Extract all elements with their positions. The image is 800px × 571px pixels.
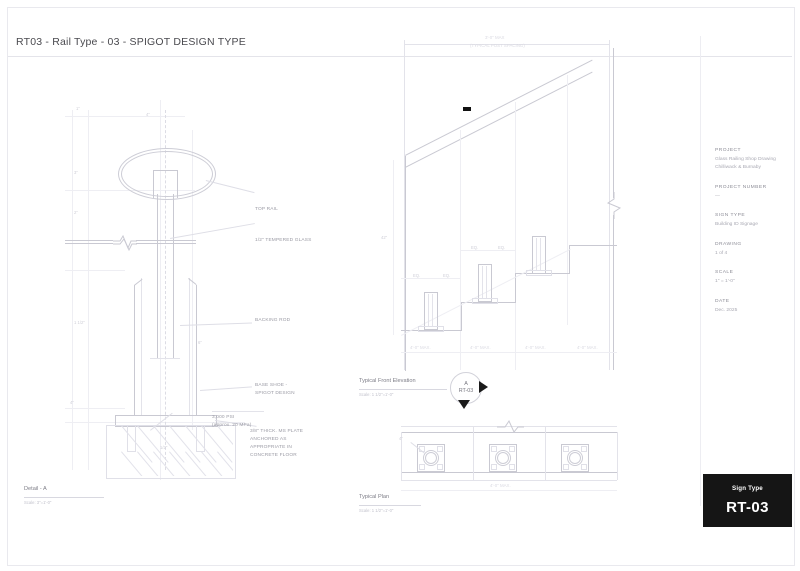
dim-label: 4"	[146, 112, 150, 117]
elevation-bottom-dim: 4'-0" MAX.	[525, 345, 546, 350]
callout-top-rail: TOP RAIL	[255, 207, 278, 212]
break-symbol-elevation	[606, 192, 622, 219]
elevation-height-dim: 42"	[381, 235, 388, 240]
callout-tempered-glass: 1/2" TEMPERED GLASS	[255, 238, 312, 243]
sign-type-value: Building ID Signage	[715, 222, 758, 228]
date-value: Dec. 2025	[715, 307, 738, 313]
plan-overall-dim: 4'-0" MAX.	[490, 483, 511, 488]
section-marker-letter: A	[464, 380, 468, 387]
glass-edge-right	[173, 194, 174, 359]
section-marker-sheet: RT-03	[458, 388, 474, 394]
detail-a-rule	[24, 497, 104, 498]
spigot-body-left	[134, 285, 135, 415]
plan-title: Typical Plan	[359, 494, 390, 500]
elevation-rule	[359, 389, 447, 390]
dim-label: 3"	[74, 170, 78, 175]
concrete-slab	[106, 425, 236, 479]
break-symbol-plan	[497, 419, 524, 433]
plan-scale: Scale: 1 1/2"=1'-0"	[359, 508, 394, 513]
date-label: DATE	[715, 298, 730, 304]
center-line	[165, 110, 166, 470]
project-value: Glass Railing Shop Drawing Chilliwack & …	[715, 157, 776, 171]
plan-rule	[359, 505, 421, 506]
concrete-hatch	[107, 426, 233, 476]
eq-label: EQ.	[413, 273, 421, 278]
section-arrow-right	[479, 381, 488, 393]
section-arrow-down	[458, 400, 470, 409]
handrail-bottom	[405, 71, 593, 168]
callout-backing-rod: BACKING ROD	[255, 318, 291, 323]
title-divider	[8, 56, 792, 57]
glass-edge-left	[157, 194, 158, 359]
project-info-block: PROJECT Glass Railing Shop Drawing Chill…	[715, 148, 787, 327]
dim-label: 2"	[74, 210, 78, 215]
front-elevation-drawing: 3'-0" MAX (TYPICAL POST SPACING)	[355, 30, 625, 409]
sheet-border	[7, 7, 795, 566]
elevation-bottom-dim: 4'-0" MAX.	[410, 345, 431, 350]
elevation-bottom-dim: 4'-0" MAX.	[470, 345, 491, 350]
scale-label: SCALE	[715, 270, 734, 276]
dim-label: 4"	[70, 400, 74, 405]
sheet-title: RT03 - Rail Type - 03 - SPIGOT DESIGN TY…	[16, 36, 246, 48]
elevation-top-dim: 3'-0" MAX	[485, 35, 505, 40]
concrete-strength-note: 3,000 PSI (approx. 20 MPa)	[212, 415, 252, 428]
elevation-scale: Scale: 1 1/2"=1'-0"	[359, 392, 394, 397]
scale-value: 1" = 1'-0"	[715, 279, 735, 285]
detail-a-title: Detail - A	[24, 486, 47, 492]
eq-label: EQ.	[498, 245, 506, 250]
eq-label: EQ.	[443, 273, 451, 278]
elevation-title: Typical Front Elevation	[359, 378, 416, 384]
project-number-label: PROJECT NUMBER	[715, 184, 767, 190]
badge-caption: Sign Type	[732, 485, 763, 492]
ms-plate-note: 3/8" THICK. MS PLATE ANCHORED AS APPROPR…	[250, 429, 304, 458]
detail-a-scale: Scale: 3"=1'-0"	[24, 500, 52, 505]
break-symbol	[113, 234, 137, 252]
elevation-top-dim-sub: (TYPICAL POST SPACING)	[470, 43, 525, 48]
elevation-bottom-dim: 4'-0" MAX.	[577, 345, 598, 350]
project-label: PROJECT	[715, 148, 741, 153]
callout-base-shoe: BASE SHOE - SPIGOT DESIGN	[255, 383, 295, 396]
top-rail-outer	[118, 148, 216, 200]
drawing-value: 1 of 4	[715, 250, 728, 256]
info-divider	[700, 36, 701, 506]
detail-a-drawing: 1" 4" 3" 2" 1 1/2" 6" 4" 1/2" TOP RAIL 1…	[10, 70, 355, 520]
dim-label: 1 1/2"	[74, 320, 85, 325]
handrail-top	[405, 59, 593, 156]
typical-plan-drawing: 4" 4'-0" MAX. Typical Plan Scale: 1 1/2"…	[355, 418, 625, 518]
spigot-body-right	[196, 285, 197, 415]
sign-type-label: SIGN TYPE	[715, 213, 746, 219]
drawing-label: DRAWING	[715, 241, 742, 247]
cursor-artifact	[463, 107, 471, 111]
top-rail-inner	[121, 151, 213, 197]
project-number-value: —	[715, 193, 720, 199]
dim-label: 6"	[198, 340, 202, 345]
dim-label: 1/2"	[160, 445, 168, 450]
dim-label: 1"	[76, 106, 80, 111]
eq-label: EQ.	[471, 245, 479, 250]
sign-type-badge: Sign Type RT-03	[703, 474, 792, 527]
badge-code: RT-03	[726, 499, 769, 516]
plan-note: 4"	[399, 436, 403, 441]
